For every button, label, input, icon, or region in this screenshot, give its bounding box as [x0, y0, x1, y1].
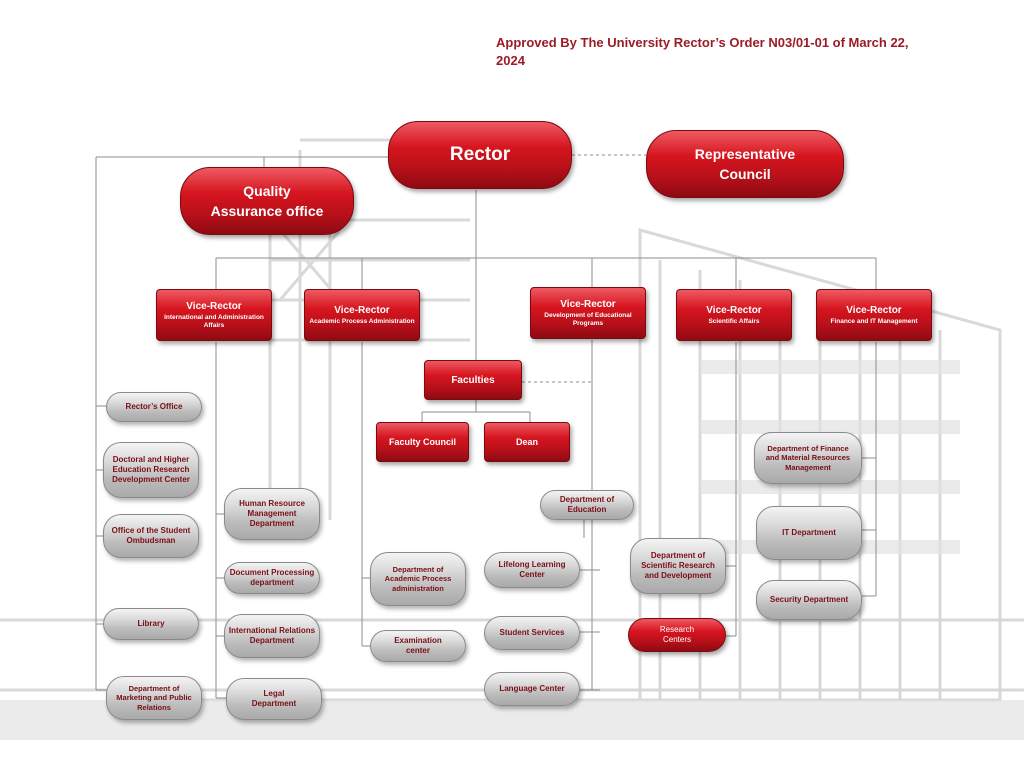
- vice-rector-international-node[interactable]: Vice-Rector International and Administra…: [156, 289, 272, 341]
- vice-rector-subtitle: Academic Process Administration: [309, 317, 415, 325]
- academic-process-dept-node[interactable]: Department of Academic Process administr…: [370, 552, 466, 606]
- vice-rector-development-node[interactable]: Vice-Rector Development of Educational P…: [530, 287, 646, 339]
- unit-label: Department of Academic Process administr…: [384, 564, 452, 593]
- representative-council-label: Representative Council: [694, 146, 796, 182]
- approval-note: Approved By The University Rector’s Orde…: [496, 35, 909, 68]
- vice-rector-finance-node[interactable]: Vice-Rector Finance and IT Management: [816, 289, 932, 341]
- vice-rector-subtitle: Development of Educational Programs: [544, 311, 632, 327]
- unit-label: Document Processing department: [229, 568, 315, 587]
- examination-center-node[interactable]: Examination center: [370, 630, 466, 662]
- dean-node[interactable]: Dean: [484, 422, 570, 462]
- doctoral-center-node[interactable]: Doctoral and Higher Education Research D…: [103, 442, 199, 498]
- unit-label: Library: [137, 619, 165, 628]
- rector-node[interactable]: Rector: [388, 121, 572, 189]
- vice-rector-title: Vice-Rector: [560, 298, 616, 310]
- unit-label: Human Resource Management Department: [239, 499, 305, 528]
- lifelong-learning-node[interactable]: Lifelong Learning Center: [484, 552, 580, 588]
- unit-label: Legal Department: [251, 689, 297, 708]
- unit-label: IT Department: [782, 528, 836, 537]
- library-node[interactable]: Library: [103, 608, 199, 640]
- document-processing-node[interactable]: Document Processing department: [224, 562, 320, 594]
- unit-label: Lifelong Learning Center: [498, 560, 566, 579]
- unit-label: Rector’s Office: [125, 402, 183, 411]
- dean-label: Dean: [515, 436, 538, 447]
- quality-assurance-node[interactable]: Quality Assurance office: [180, 167, 354, 235]
- department-of-education-node[interactable]: Department of Education: [540, 490, 634, 520]
- student-ombudsman-node[interactable]: Office of the Student Ombudsman: [103, 514, 199, 558]
- hr-department-node[interactable]: Human Resource Management Department: [224, 488, 320, 540]
- vice-rector-title: Vice-Rector: [186, 300, 242, 312]
- vice-rector-academic-node[interactable]: Vice-Rector Academic Process Administrat…: [304, 289, 420, 341]
- unit-label: International Relations Department: [228, 626, 316, 645]
- faculty-council-label: Faculty Council: [388, 436, 456, 447]
- unit-label: Student Services: [499, 628, 565, 637]
- scientific-research-node[interactable]: Department of Scientific Research and De…: [630, 538, 726, 594]
- marketing-pr-node[interactable]: Department of Marketing and Public Relat…: [106, 676, 202, 720]
- unit-label: Office of the Student Ombudsman: [111, 526, 191, 545]
- it-department-node[interactable]: IT Department: [756, 506, 862, 560]
- language-center-node[interactable]: Language Center: [484, 672, 580, 706]
- vice-rector-subtitle: Scientific Affairs: [708, 317, 760, 325]
- unit-label: Department of Finance and Material Resou…: [765, 443, 851, 472]
- unit-label: Language Center: [499, 684, 565, 693]
- faculties-node[interactable]: Faculties: [424, 360, 522, 400]
- unit-label: Department of Scientific Research and De…: [641, 551, 715, 580]
- international-relations-node[interactable]: International Relations Department: [224, 614, 320, 658]
- unit-label: Department of Marketing and Public Relat…: [116, 683, 192, 712]
- vice-rector-title: Vice-Rector: [846, 304, 902, 316]
- faculty-council-node[interactable]: Faculty Council: [376, 422, 469, 462]
- representative-council-node[interactable]: Representative Council: [646, 130, 844, 198]
- vice-rector-title: Vice-Rector: [706, 304, 762, 316]
- quality-assurance-label: Quality Assurance office: [210, 183, 324, 219]
- vice-rector-title: Vice-Rector: [334, 304, 390, 316]
- security-department-node[interactable]: Security Department: [756, 580, 862, 620]
- vice-rector-subtitle: International and Administration Affairs: [164, 313, 264, 329]
- unit-label: Examination center: [394, 636, 442, 655]
- vice-rector-scientific-node[interactable]: Vice-Rector Scientific Affairs: [676, 289, 792, 341]
- finance-department-node[interactable]: Department of Finance and Material Resou…: [754, 432, 862, 484]
- student-services-node[interactable]: Student Services: [484, 616, 580, 650]
- research-centers-node[interactable]: Research Centers: [628, 618, 726, 652]
- unit-label: Research Centers: [659, 625, 695, 644]
- rector-label: Rector: [449, 144, 511, 165]
- vice-rector-subtitle: Finance and IT Management: [830, 317, 918, 325]
- rectors-office-node[interactable]: Rector’s Office: [106, 392, 202, 422]
- faculties-label: Faculties: [451, 374, 495, 386]
- unit-label: Department of Education: [559, 495, 615, 514]
- unit-label: Security Department: [769, 595, 849, 604]
- unit-label: Doctoral and Higher Education Research D…: [112, 455, 190, 484]
- legal-department-node[interactable]: Legal Department: [226, 678, 322, 720]
